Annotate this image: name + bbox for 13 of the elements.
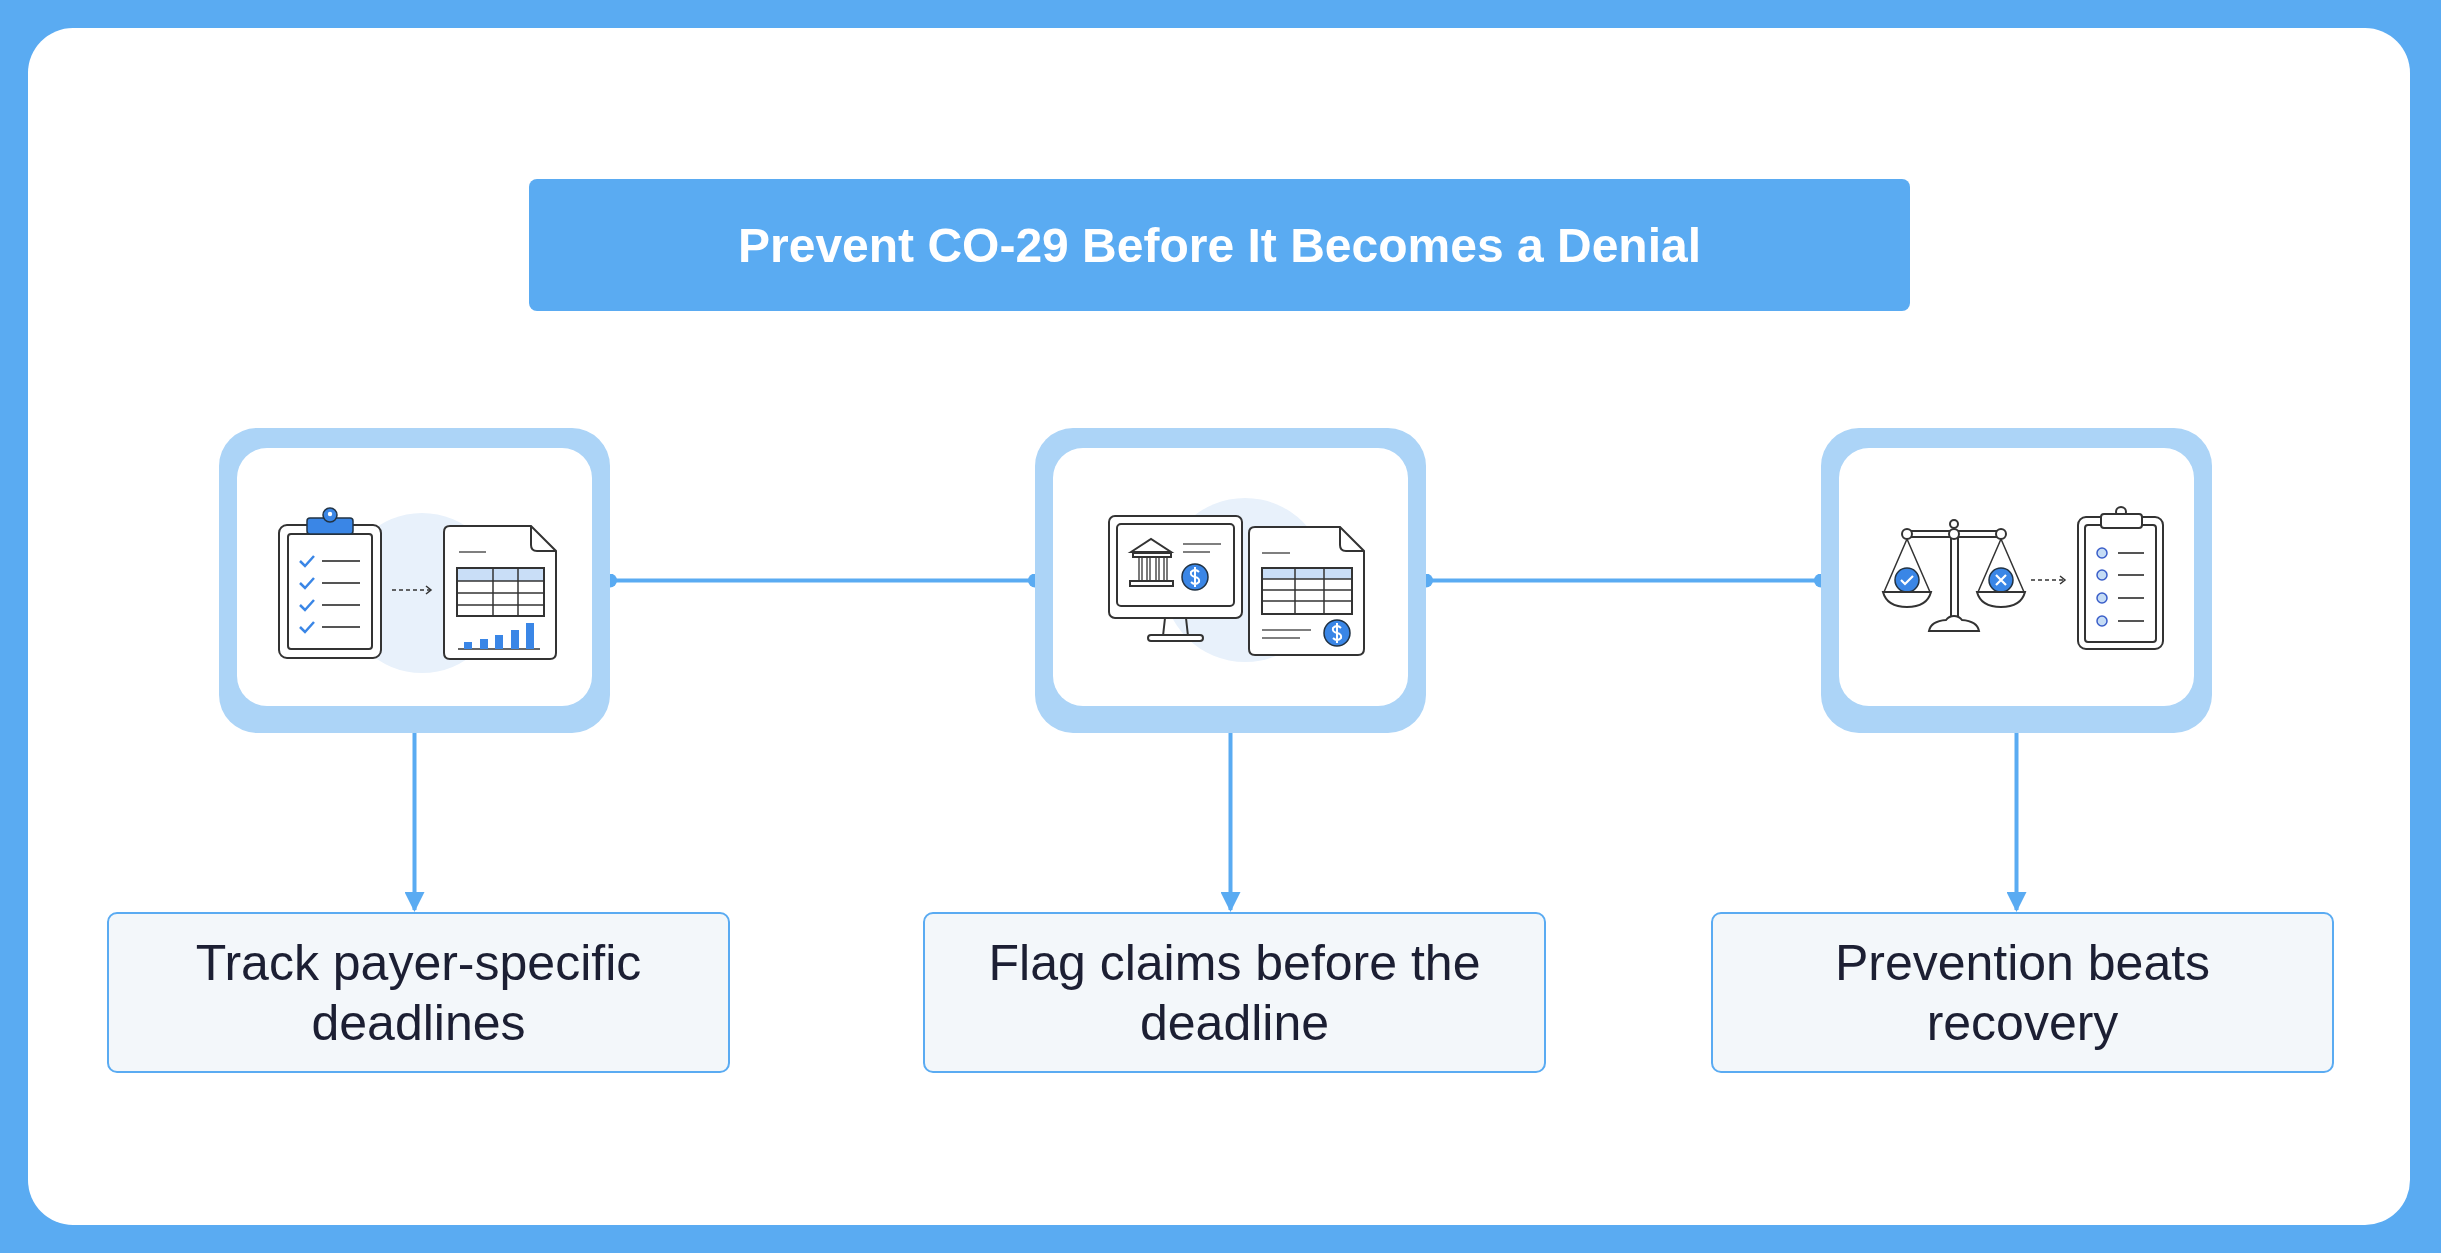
step-text: Flag claims before the deadline — [987, 933, 1482, 1053]
step-box — [923, 912, 1546, 1073]
step-box — [1711, 912, 2334, 1073]
step-text: Track payer-specific deadlines — [194, 933, 643, 1053]
arrow — [404, 733, 425, 912]
step-box — [107, 912, 730, 1073]
step-text: Prevention beats recovery — [1833, 933, 2212, 1053]
arrow — [2006, 733, 2027, 912]
icon-card — [1821, 428, 2212, 733]
arrow — [1220, 733, 1241, 912]
icon-card — [1035, 428, 1426, 733]
title-banner: Prevent CO-29 Before It Becomes a Denial — [529, 179, 1910, 311]
icon-card — [219, 428, 610, 733]
